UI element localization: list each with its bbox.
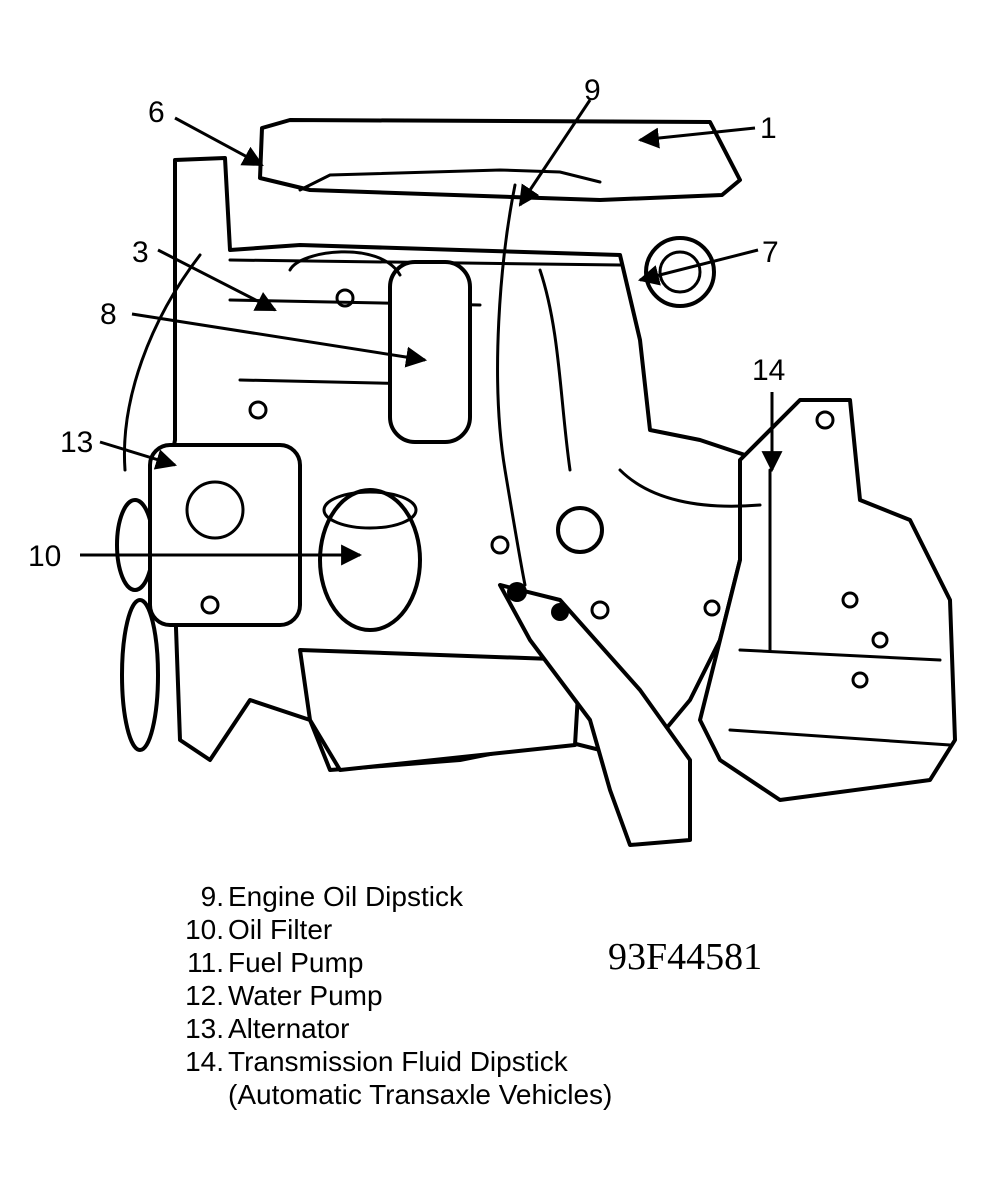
legend-item: 12. Water Pump [172, 979, 692, 1012]
engine-mount [498, 583, 692, 847]
legend-number: 13. [185, 1013, 224, 1044]
callout-3: 3 [132, 236, 149, 269]
oil-dipstick-tube [496, 183, 527, 587]
figure-id: 93F44581 [608, 936, 763, 978]
callout-8: 8 [100, 298, 117, 331]
callout-10: 10 [28, 540, 61, 573]
engine-illustration [115, 118, 957, 847]
callout-7: 7 [762, 236, 779, 269]
legend-text: Transmission Fluid Dipstick [228, 1046, 568, 1077]
legend-number: 11. [187, 947, 224, 978]
valve-cover [258, 118, 742, 202]
distributor [644, 236, 716, 308]
legend-number: 10. [185, 914, 224, 945]
pulley-upper [115, 498, 155, 592]
legend-text: Water Pump [228, 980, 383, 1011]
legend-item: 11. Fuel Pump [172, 946, 692, 979]
bolt-heads [200, 288, 889, 689]
legend-item: 14. Transmission Fluid Dipstick [172, 1045, 692, 1078]
callout-leaders [80, 99, 783, 566]
transaxle [698, 398, 957, 802]
legend-number: 14. [185, 1046, 224, 1077]
legend-item: 9. Engine Oil Dipstick [172, 880, 692, 913]
engine-block [158, 156, 782, 772]
callout-labels: 1 3 6 7 8 9 10 13 14 [28, 74, 785, 573]
callout-14: 14 [752, 354, 785, 387]
engine-diagram: 1 3 6 7 8 9 10 13 14 [28, 74, 957, 847]
callout-9: 9 [584, 74, 601, 107]
legend-text: Oil Filter [228, 914, 333, 945]
throttle-body [388, 260, 472, 444]
legend-text: Alternator [228, 1013, 350, 1044]
legend-item: 10. Oil Filter [172, 913, 692, 946]
legend-continuation: (Automatic Transaxle Vehicles) [228, 1079, 613, 1110]
callout-13: 13 [60, 426, 93, 459]
legend-number: 12. [185, 980, 224, 1011]
pulley-lower [120, 598, 160, 752]
legend-item: 13. Alternator [172, 1012, 692, 1045]
oil-filter [318, 488, 422, 632]
callout-1: 1 [760, 112, 777, 145]
fuel-pump [556, 506, 604, 554]
legend-text: Fuel Pump [228, 947, 364, 978]
oil-pan [298, 648, 582, 772]
legend-number: 9. [200, 881, 224, 912]
legend: 9. Engine Oil Dipstick 10. Oil Filter 11… [172, 880, 692, 1111]
legend-text: Engine Oil Dipstick [228, 881, 463, 912]
callout-6: 6 [148, 96, 165, 129]
